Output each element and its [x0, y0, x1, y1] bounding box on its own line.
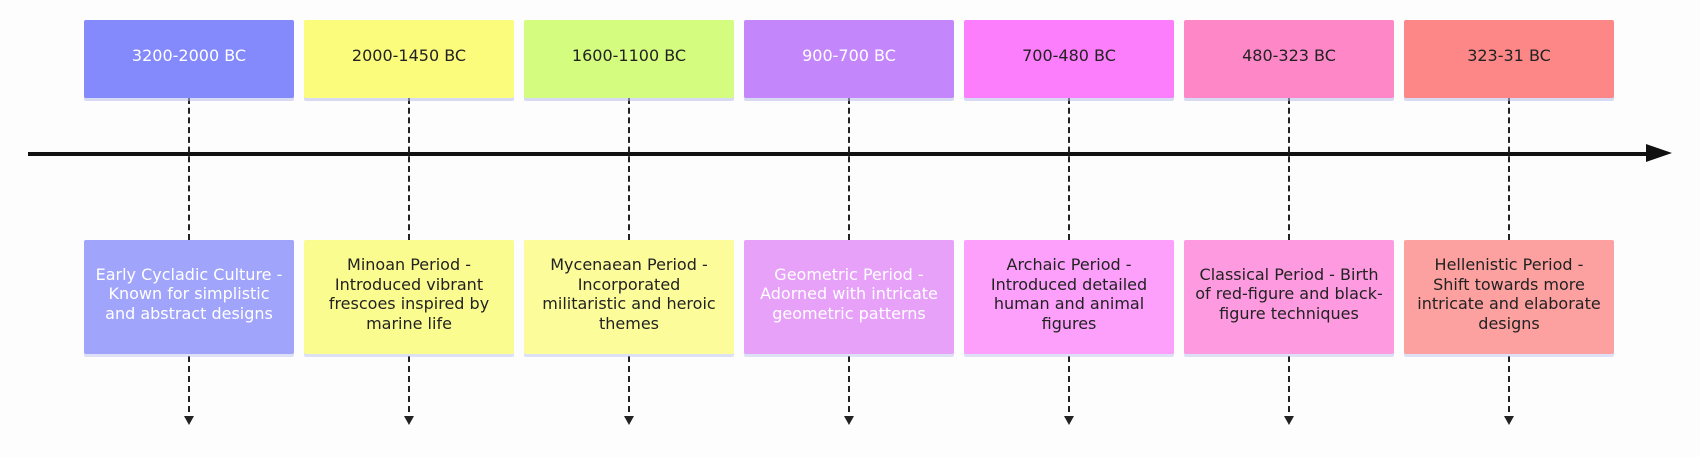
- event-box: Early Cycladic Culture - Known for simpl…: [84, 240, 294, 354]
- period-box: 3200-2000 BC: [84, 20, 294, 98]
- event-description: Early Cycladic Culture - Known for simpl…: [95, 264, 283, 323]
- event-box: Geometric Period - Adorned with intricat…: [744, 240, 954, 354]
- period-box: 700-480 BC: [964, 20, 1174, 98]
- period-box: 900-700 BC: [744, 20, 954, 98]
- connector-dashed-line: [188, 98, 190, 240]
- arrow-down-icon: [184, 416, 194, 425]
- connector-dashed-line: [1288, 98, 1290, 240]
- connector-dashed-line: [628, 356, 630, 422]
- period-box: 2000-1450 BC: [304, 20, 514, 98]
- timeline-column: 900-700 BC Geometric Period - Adorned wi…: [744, 0, 954, 457]
- event-description: Hellenistic Period - Shift towards more …: [1417, 255, 1601, 333]
- period-box: 1600-1100 BC: [524, 20, 734, 98]
- timeline-column: 3200-2000 BC Early Cycladic Culture - Kn…: [84, 0, 294, 457]
- event-description: Minoan Period - Introduced vibrant fresc…: [328, 255, 490, 333]
- period-box: 323-31 BC: [1404, 20, 1614, 98]
- event-box: Mycenaean Period - Incorporated militari…: [524, 240, 734, 354]
- period-label: 1600-1100 BC: [571, 45, 687, 65]
- event-description: Geometric Period - Adorned with intricat…: [760, 264, 938, 323]
- connector-dashed-line: [1288, 356, 1290, 422]
- event-box: Archaic Period - Introduced detailed hum…: [964, 240, 1174, 354]
- arrow-down-icon: [1064, 416, 1074, 425]
- timeline-axis-arrowhead: [1646, 144, 1672, 162]
- timeline-column: 480-323 BC Classical Period - Birth of r…: [1184, 0, 1394, 457]
- arrow-down-icon: [1504, 416, 1514, 425]
- arrow-down-icon: [1284, 416, 1294, 425]
- period-label: 700-480 BC: [1022, 45, 1116, 65]
- period-label: 3200-2000 BC: [131, 45, 247, 65]
- connector-dashed-line: [408, 98, 410, 240]
- connector-dashed-line: [1508, 98, 1510, 240]
- timeline-column: 1600-1100 BC Mycenaean Period - Incorpor…: [524, 0, 734, 457]
- connector-dashed-line: [188, 356, 190, 422]
- timeline-axis: [28, 151, 1648, 156]
- period-box: 480-323 BC: [1184, 20, 1394, 98]
- period-label: 480-323 BC: [1242, 45, 1336, 65]
- connector-dashed-line: [1508, 356, 1510, 422]
- timeline-column: 323-31 BC Hellenistic Period - Shift tow…: [1404, 0, 1614, 457]
- timeline-column: 700-480 BC Archaic Period - Introduced d…: [964, 0, 1174, 457]
- period-label: 2000-1450 BC: [351, 45, 467, 65]
- event-description: Archaic Period - Introduced detailed hum…: [990, 255, 1148, 333]
- event-box: Classical Period - Birth of red-figure a…: [1184, 240, 1394, 354]
- period-label: 323-31 BC: [1467, 45, 1551, 65]
- timeline-column: 2000-1450 BC Minoan Period - Introduced …: [304, 0, 514, 457]
- connector-dashed-line: [848, 98, 850, 240]
- connector-dashed-line: [848, 356, 850, 422]
- connector-dashed-line: [1068, 98, 1070, 240]
- arrow-down-icon: [624, 416, 634, 425]
- arrow-down-icon: [844, 416, 854, 425]
- arrow-down-icon: [404, 416, 414, 425]
- period-label: 900-700 BC: [802, 45, 896, 65]
- event-box: Minoan Period - Introduced vibrant fresc…: [304, 240, 514, 354]
- connector-dashed-line: [1068, 356, 1070, 422]
- event-description: Classical Period - Birth of red-figure a…: [1195, 264, 1383, 323]
- event-description: Mycenaean Period - Incorporated militari…: [542, 255, 716, 333]
- connector-dashed-line: [408, 356, 410, 422]
- connector-dashed-line: [628, 98, 630, 240]
- event-box: Hellenistic Period - Shift towards more …: [1404, 240, 1614, 354]
